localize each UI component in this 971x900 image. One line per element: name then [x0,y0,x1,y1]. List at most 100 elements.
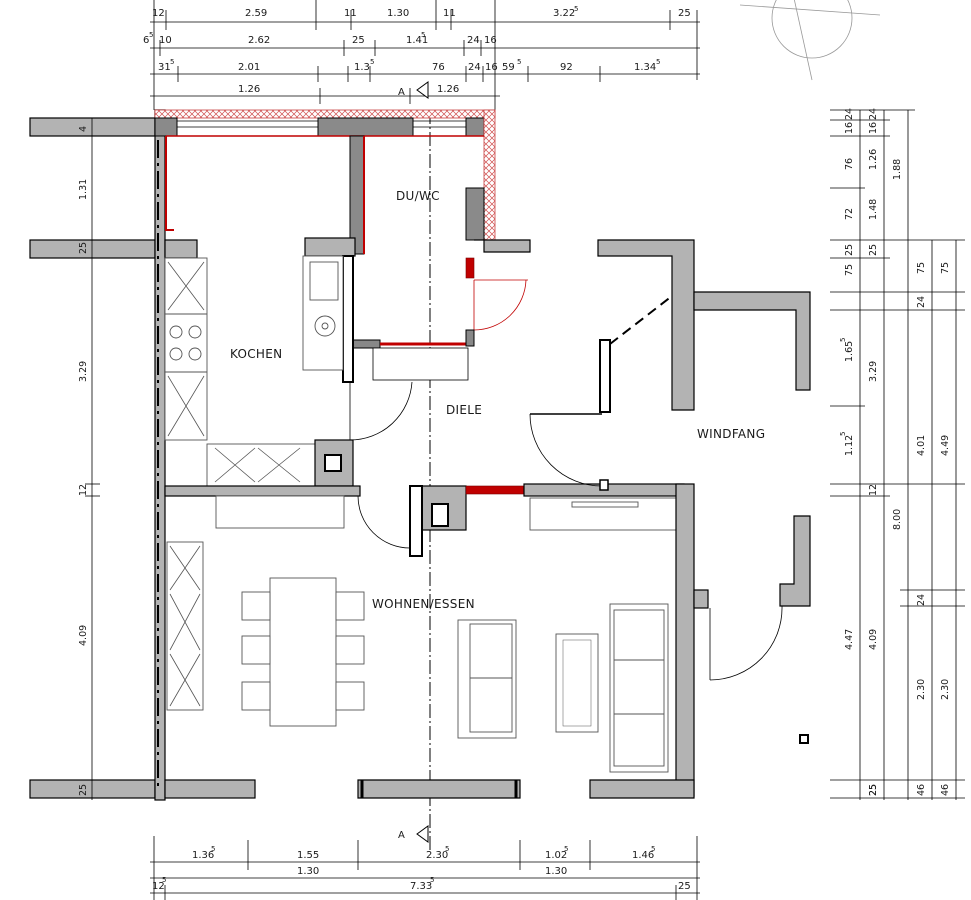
sink-icon [309,261,339,301]
dim-right-2b: 16 [868,122,879,134]
room-label-vestibule: WINDFANG [697,427,765,441]
dim-top-3a: 31 [158,62,171,73]
dim-bottom-3d: 5 [430,876,434,884]
dim-right-4c: 4.01 [916,435,927,456]
adjacent-building [29,117,156,799]
dim-right-3a: 1.88 [892,159,903,180]
south-wall-left [164,779,256,799]
dim-left-e: 12 [78,484,89,496]
dim-top-3d: 1.3 [354,62,370,73]
room-label-hall: DIELE [446,403,482,417]
dim-right-3b: 8.00 [892,509,903,530]
dim-right-2e: 25 [868,244,879,256]
south-wall-mid [357,779,521,799]
dim-top-2i: 16 [484,35,497,46]
dim-right-1f: 75 [844,264,855,276]
dim-right-5c: 2.30 [940,679,951,700]
dim-bottom-3a: 12 [152,881,165,892]
section-marker-bottom: A [398,825,429,843]
dim-top-3k: 92 [560,62,573,73]
hall-door-swing [529,413,603,487]
living-set [457,603,669,773]
dim-right-1e: 25 [844,244,855,256]
section-marker-top: A [398,81,429,99]
dim-bottom-1c: 1.55 [297,850,319,861]
dim-right-5a: 75 [940,262,951,274]
dim-top-3c: 2.01 [238,62,260,73]
dim-top-2e: 25 [352,35,365,46]
dim-right-2c: 1.26 [868,149,879,170]
hall-wall-red [465,485,525,495]
kitchen-cabinets [164,239,344,487]
dim-bottom-1i: 5 [651,845,655,853]
dim-top-1b: 2.59 [245,8,267,19]
bath-door-swing [473,279,527,331]
dining-set [166,541,365,727]
bath-east-wall [465,187,485,241]
dim-right-1i: 1.12 [844,435,855,456]
dim-right-2f: 24 [916,296,927,308]
dim-bottom-1g: 5 [564,845,568,853]
dim-top-3m: 5 [656,58,660,66]
dim-left-d: 3.29 [78,361,89,382]
left-dimension-lines: 4 1.31 25 3.29 12 4.09 25 [78,118,100,800]
dim-top-3f: 76 [432,62,445,73]
dim-bottom-1h: 1.46 [632,850,654,861]
room-label-living: WOHNEN/ESSEN [372,597,475,611]
dim-top-1c: 11 [344,8,357,19]
dim-top-4a: 1.26 [238,84,260,95]
dim-bottom-1e: 5 [445,845,449,853]
dim-right-1l: 4.47 [844,629,855,650]
dim-top-1f: 3.22 [553,8,575,19]
top-insulation [154,109,496,119]
stove-icon [169,325,202,361]
dim-top-2c: 10 [159,35,172,46]
bottom-dimension-lines: 1.36 5 1.55 2.30 5 1.02 5 1.46 5 1.30 1.… [150,836,700,900]
dim-top-4b: 1.26 [437,84,459,95]
kitchen-south-wall [164,485,361,497]
dim-top-3j: 5 [517,58,521,66]
dim-top-1a: 12 [152,8,165,19]
dim-right-2d: 1.48 [868,199,879,220]
dim-bottom-3b: 5 [162,876,166,884]
dim-left-f: 4.09 [78,625,89,646]
dim-bottom-1d: 2.30 [426,850,448,861]
dining-table [269,577,337,727]
dim-right-1k: 12 [868,484,879,496]
dim-right-4a: 75 [916,262,927,274]
dim-left-a: 4 [78,126,89,132]
dim-left-g: 25 [78,784,89,796]
vestibule-walls [597,239,811,797]
dim-right-5b: 4.49 [940,435,951,456]
dim-top-2d: 2.62 [248,35,270,46]
top-left-column [154,117,178,137]
dim-top-1e: 11 [443,8,456,19]
dim-right-2a: 24 [868,108,879,120]
dim-top-3g: 24 [468,62,481,73]
dim-top-3e: 5 [370,58,374,66]
room-label-bath: DU/WC [396,189,440,203]
dim-top-2h: 24 [467,35,480,46]
top-dimension-lines: 12 2.59 11 1.30 11 3.22 5 25 6 5 10 2.62… [143,0,700,110]
dim-top-3b: 5 [170,58,174,66]
south-wall-right [589,779,695,799]
dim-bottom-2a: 1.30 [297,866,319,877]
dim-top-3i: 59 [502,62,515,73]
dim-right-1m: 25 [868,784,879,796]
west-wall [154,109,166,801]
north-arrow-icon [739,0,881,81]
bath-west-wall [349,135,365,255]
dim-top-3l: 1.34 [634,62,656,73]
dim-right-1a: 24 [844,108,855,120]
dim-top-1h: 25 [678,8,691,19]
section-label-bottom: A [398,830,405,841]
dim-right-4b: 24 [916,594,927,606]
dim-right-1d: 72 [844,208,855,220]
dim-top-2g: 5 [421,31,425,39]
dim-top-2a: 6 [143,35,149,46]
dim-top-2b: 5 [149,31,153,39]
dim-right-2h: 4.09 [868,629,879,650]
dim-right-1g: 1.65 [844,341,855,362]
dim-top-2f: 1.41 [406,35,428,46]
